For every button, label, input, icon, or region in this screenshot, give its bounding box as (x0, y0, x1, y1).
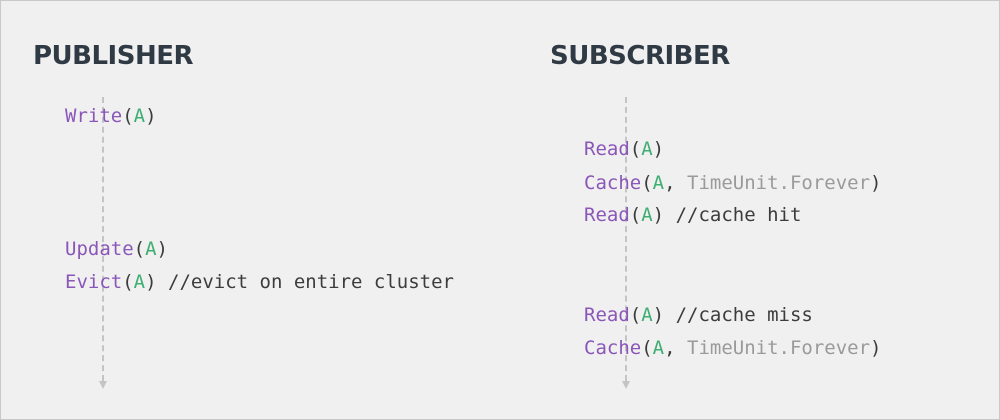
function-name: Write (65, 105, 123, 127)
argument: A (641, 138, 653, 160)
close-paren: ) (652, 138, 665, 160)
subscriber-title: SUBSCRIBER (550, 41, 730, 71)
function-name: Cache (584, 337, 642, 359)
argument: A (652, 337, 665, 359)
publisher-timeline-arrow-icon (99, 381, 107, 389)
function-name: Cache (584, 172, 642, 194)
argument: A (641, 304, 653, 326)
argument: A (641, 204, 653, 226)
subscriber-timeline (625, 97, 627, 381)
subscriber-code-line: Cache(A, TimeUnit.Forever) (584, 172, 882, 194)
publisher-title: PUBLISHER (33, 41, 194, 71)
code-comment: //evict on entire cluster (156, 271, 454, 293)
function-name: Read (584, 138, 630, 160)
function-name: Update (65, 238, 134, 260)
function-name: Read (584, 304, 630, 326)
argument: A (133, 105, 146, 127)
subscriber-code-line: Read(A) //cache hit (584, 204, 802, 226)
close-paren: ) (870, 172, 882, 194)
publisher-code-line: Update(A) (65, 238, 168, 260)
publisher-code-line: Write(A) (65, 105, 157, 127)
close-paren: ) (145, 105, 157, 127)
code-comment: //cache hit (664, 204, 802, 226)
function-name: Evict (65, 271, 123, 293)
argument: A (145, 238, 157, 260)
subscriber-code-line: Cache(A, TimeUnit.Forever) (584, 337, 882, 359)
subscriber-code-line: Read(A) //cache miss (584, 304, 813, 326)
argument: A (652, 172, 665, 194)
function-name: Read (584, 204, 630, 226)
argument: A (133, 271, 146, 293)
subscriber-code-line: Read(A) (584, 138, 665, 160)
close-paren: ) (652, 204, 665, 226)
time-unit-argument: TimeUnit.Forever (687, 337, 871, 359)
subscriber-timeline-arrow-icon (622, 381, 630, 389)
close-paren: ) (145, 271, 157, 293)
close-paren: ) (870, 337, 882, 359)
close-paren: ) (652, 304, 665, 326)
time-unit-argument: TimeUnit.Forever (687, 172, 871, 194)
publisher-timeline (102, 97, 104, 381)
close-paren: ) (156, 238, 168, 260)
publisher-code-line: Evict(A) //evict on entire cluster (65, 271, 454, 293)
code-comment: //cache miss (664, 304, 813, 326)
